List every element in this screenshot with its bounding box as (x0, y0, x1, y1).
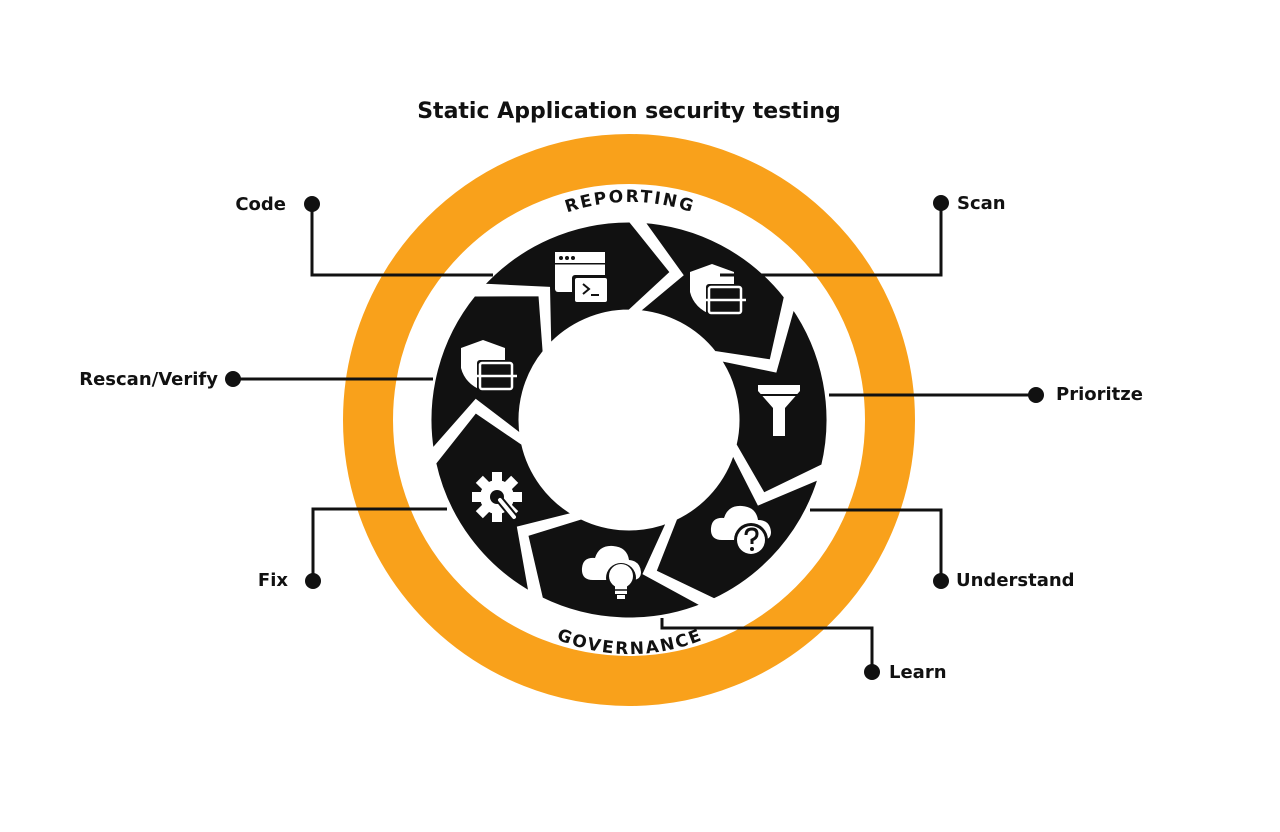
code-dot (304, 196, 320, 212)
step-label-rescan: Rescan/Verify (79, 369, 218, 390)
scan-connector (720, 203, 943, 277)
outer-ring (343, 134, 915, 706)
shield-scan-icon (690, 264, 746, 316)
understand-dot (933, 573, 949, 589)
callout-dots (225, 195, 1044, 680)
diagram-title: Static Application security testing (417, 99, 841, 124)
fix-dot (305, 573, 321, 589)
cloud-question-icon (710, 505, 771, 557)
learn-connector (660, 618, 874, 672)
step-label-code: Code (235, 194, 286, 215)
step-label-scan: Scan (957, 193, 1006, 214)
center-hole (522, 313, 736, 527)
step-label-learn: Learn (889, 662, 947, 683)
understand-connector (810, 508, 943, 581)
shield-scan-icon (461, 340, 517, 392)
step-label-understand: Understand (956, 570, 1075, 591)
code-connector (310, 204, 493, 277)
learn-dot (864, 664, 880, 680)
scan-dot (933, 195, 949, 211)
prioritize-dot (1028, 387, 1044, 403)
callout-lines (233, 203, 1036, 672)
ring-label-reporting: REPORTING (563, 187, 698, 217)
step-label-fix: Fix (258, 570, 288, 591)
step-label-prioritize: Prioritze (1056, 384, 1143, 405)
funnel-icon (758, 385, 800, 436)
cloud-lightbulb-icon (581, 545, 641, 599)
gear-wrench-icon (472, 472, 522, 522)
fix-connector (311, 507, 447, 581)
terminal-window-icon (555, 252, 610, 305)
rescan-dot (225, 371, 241, 387)
